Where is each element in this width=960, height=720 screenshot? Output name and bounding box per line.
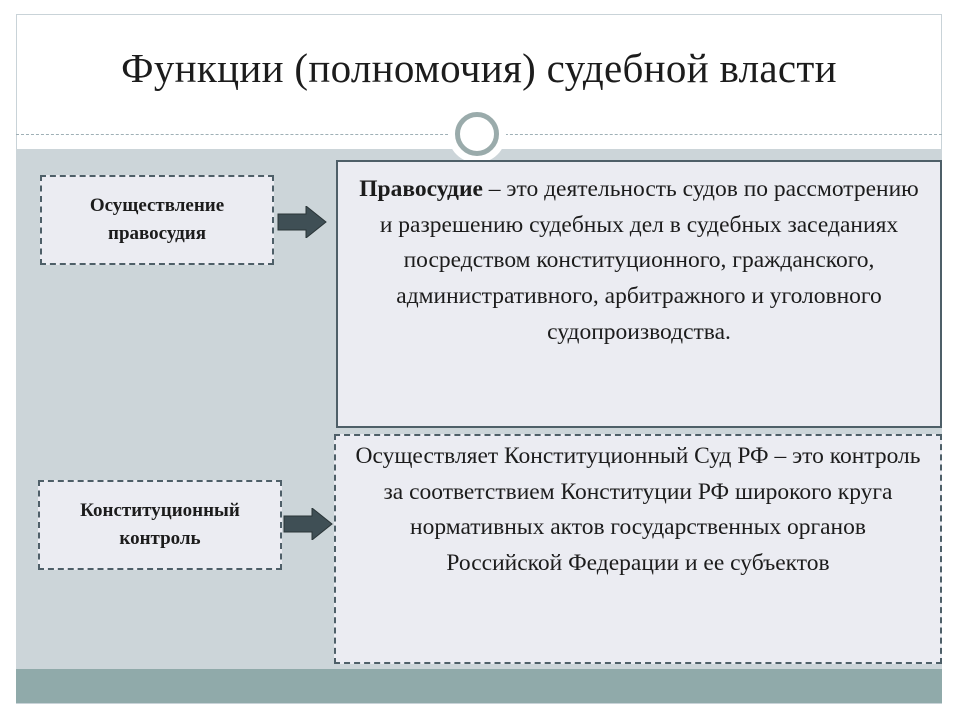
arrow-right-icon [277, 206, 327, 238]
definition-box-constitutional-control: Осуществляет Конституционный Суд РФ – эт… [334, 434, 942, 664]
definition-term: Правосудие [359, 176, 483, 202]
ring-ornament-icon [455, 112, 499, 156]
function-label-constitutional-control: Конституционный контроль [38, 480, 282, 570]
slide-title: Функции (полномочия) судебной власти [121, 45, 837, 91]
function-label-justice: Осуществление правосудия [40, 175, 274, 265]
bottom-band [16, 669, 942, 703]
definition-text: – это деятельность судов по рассмотрению… [379, 176, 919, 345]
definition-box-justice: Правосудие – это деятельность судов по р… [336, 160, 942, 428]
arrow-right-icon [283, 508, 333, 540]
